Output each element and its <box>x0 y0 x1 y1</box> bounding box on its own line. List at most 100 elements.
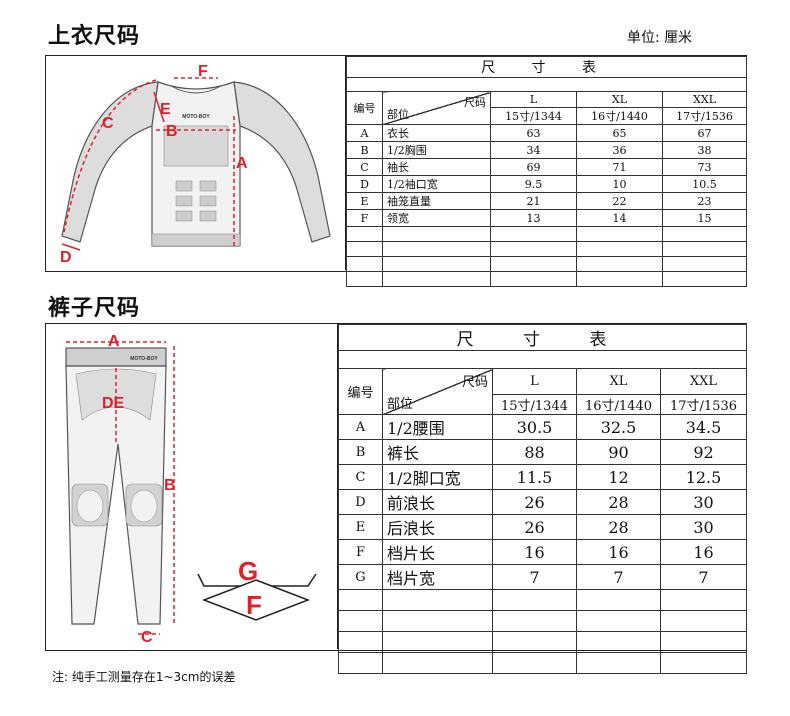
empty-cell <box>346 271 383 287</box>
pants-cell: 88 <box>492 439 577 465</box>
unit-label: 单位: 厘米 <box>627 30 693 46</box>
empty-cell <box>346 241 383 257</box>
pants-cell: 26 <box>492 489 577 515</box>
shirt-panel: MOTO-BOY F A B C D E 尺 寸 表 <box>45 55 748 287</box>
pants-illustration: MOTO-BOY A DE B C <box>65 333 317 646</box>
pants-size-xxl: XXL <box>660 368 747 395</box>
empty-cell <box>661 241 748 257</box>
empty-cell <box>576 271 663 287</box>
pants-cell: 30 <box>660 489 747 515</box>
shirt-row-id: A <box>346 124 383 142</box>
empty-cell <box>661 271 748 287</box>
shirt-cell: 10 <box>576 175 663 193</box>
shirt-cell: 21 <box>490 192 577 210</box>
empty-cell <box>382 226 491 242</box>
empty-cell <box>490 226 577 242</box>
empty-cell <box>576 226 663 242</box>
pants-row-name: 裤长 <box>382 439 493 465</box>
shirt-label-d: D <box>60 249 72 266</box>
shirt-label-f: F <box>198 63 208 80</box>
pants-label-c: C <box>141 629 153 646</box>
empty-cell <box>660 610 747 632</box>
pants-cell: 90 <box>576 439 661 465</box>
shirt-row-id: E <box>346 192 383 210</box>
empty-cell <box>338 631 383 653</box>
shirt-label-b: B <box>166 123 178 140</box>
shirt-row-name: 袖长 <box>382 158 491 176</box>
empty-cell <box>382 610 493 632</box>
pants-code-l: 15寸/1344 <box>492 394 577 415</box>
shirt-cell: 65 <box>576 124 663 142</box>
shirt-label-a: A <box>236 155 248 172</box>
empty-cell <box>576 241 663 257</box>
pants-row-id: F <box>338 539 383 565</box>
shirt-section-title: 上衣尺码 <box>48 24 141 49</box>
empty-cell <box>490 271 577 287</box>
shirt-row-id: D <box>346 175 383 193</box>
pants-row-id: A <box>338 414 383 440</box>
empty-cell <box>382 652 493 674</box>
shirt-cell: 22 <box>576 192 663 210</box>
pants-cell: 30 <box>660 514 747 540</box>
pants-row-id: E <box>338 514 383 540</box>
pants-label-a: A <box>108 333 120 350</box>
empty-cell <box>346 226 383 242</box>
shirt-cell: 13 <box>490 209 577 227</box>
shirt-header-diagonal: 尺码 部位 <box>382 91 491 125</box>
shirt-table-title: 尺 寸 表 <box>345 56 748 78</box>
measurement-note: 注: 纯手工测量存在1~3cm的误差 <box>52 670 236 684</box>
pants-label-f: F <box>246 590 262 620</box>
shirt-size-xl: XL <box>576 91 663 108</box>
empty-cell <box>576 610 661 632</box>
empty-cell <box>490 241 577 257</box>
pants-figure: MOTO-BOY A DE B C <box>46 324 338 649</box>
pants-cell: 7 <box>492 564 577 590</box>
pants-row-name: 1/2腰围 <box>382 414 493 440</box>
empty-cell <box>660 652 747 674</box>
shirt-col-size: 尺码 <box>464 96 486 109</box>
shirt-cell: 67 <box>661 124 748 142</box>
pants-cell: 28 <box>576 489 661 515</box>
shirt-row-name: 衣长 <box>382 124 491 142</box>
empty-cell <box>576 256 663 272</box>
pants-cell: 11.5 <box>492 464 577 490</box>
shirt-row-id: C <box>346 158 383 176</box>
empty-cell <box>338 652 383 674</box>
pants-label-g: G <box>238 556 258 586</box>
shirt-code-l: 15寸/1344 <box>490 107 577 125</box>
empty-cell <box>382 631 493 653</box>
pants-col-size: 尺码 <box>461 375 488 390</box>
shirt-size-table: 尺 寸 表 编号 尺码 部位 L XL XXL 15寸/1344 16寸/144… <box>345 56 748 287</box>
shirt-col-number: 编号 <box>346 91 383 125</box>
pants-size-table: 尺 寸 表 编号 尺码 部位 L XL XXL 15寸/1344 16寸/144… <box>338 324 747 674</box>
shirt-cell: 9.5 <box>490 175 577 193</box>
empty-cell <box>576 631 661 653</box>
shirt-cell: 71 <box>576 158 663 176</box>
empty-cell <box>661 226 748 242</box>
empty-cell <box>576 652 661 674</box>
shirt-figure: MOTO-BOY F A B C D E <box>46 56 346 270</box>
pants-table-title: 尺 寸 表 <box>338 324 747 351</box>
shirt-code-xxl: 17寸/1536 <box>661 107 748 125</box>
empty-cell <box>576 589 661 611</box>
shirt-cell: 38 <box>661 141 748 159</box>
empty-cell <box>338 589 383 611</box>
pants-panel: MOTO-BOY A DE B C <box>45 323 747 674</box>
shirt-cell: 69 <box>490 158 577 176</box>
empty-cell <box>338 610 383 632</box>
pants-label-b: B <box>164 477 176 494</box>
empty-cell <box>660 631 747 653</box>
shirt-row-id: B <box>346 141 383 159</box>
shirt-illustration: MOTO-BOY F A B C D E <box>60 63 331 266</box>
empty-cell <box>661 256 748 272</box>
pants-cell: 12 <box>576 464 661 490</box>
pants-row-id: D <box>338 489 383 515</box>
pants-cell: 34.5 <box>660 414 747 440</box>
pants-header-diagonal: 尺码 部位 <box>382 368 493 415</box>
pants-code-xxl: 17寸/1536 <box>660 394 747 415</box>
empty-cell <box>382 241 491 257</box>
shirt-size-l: L <box>490 91 577 108</box>
shirt-cell: 10.5 <box>661 175 748 193</box>
gusset-diagram: G F <box>197 556 317 621</box>
shirt-row-name: 袖笼直量 <box>382 192 491 210</box>
